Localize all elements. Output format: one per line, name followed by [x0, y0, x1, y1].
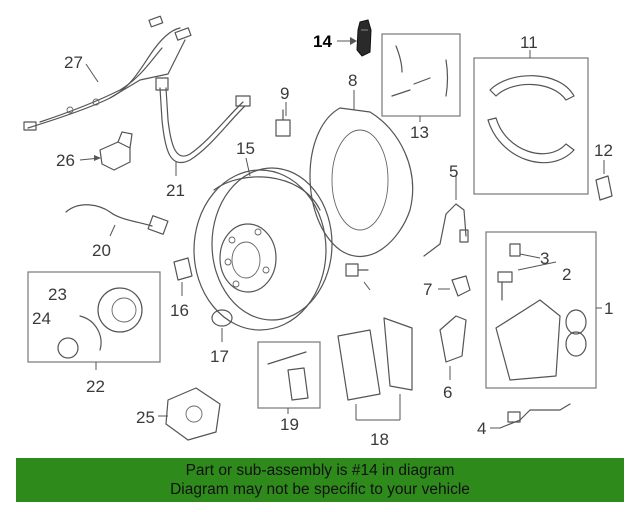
callout-25[interactable]: 25 — [136, 408, 155, 427]
parts-diagram: 14 27 26 21 20 9 — [23, 15, 613, 449]
part-22-bearing-kit[interactable] — [27, 271, 161, 370]
part-17-plug[interactable] — [211, 309, 233, 342]
callout-16[interactable]: 16 — [170, 301, 189, 320]
callout-2[interactable]: 2 — [562, 265, 571, 284]
part-21-brake-hose[interactable] — [155, 77, 251, 176]
callout-1[interactable]: 1 — [604, 299, 613, 318]
callout-23[interactable]: 23 — [48, 285, 67, 304]
part-15-brake-rotor[interactable] — [193, 157, 333, 331]
part-13-hardware-kit[interactable] — [381, 33, 461, 122]
part-1-caliper[interactable] — [485, 231, 602, 389]
callout-4[interactable]: 4 — [477, 419, 486, 438]
callout-24[interactable]: 24 — [32, 309, 51, 328]
callout-3[interactable]: 3 — [540, 249, 549, 268]
part-5-brake-line[interactable] — [423, 176, 469, 257]
part-6-bracket[interactable] — [439, 315, 467, 380]
callout-18[interactable]: 18 — [370, 430, 389, 449]
part-25-hub[interactable] — [158, 387, 221, 441]
callout-9[interactable]: 9 — [280, 84, 289, 103]
part-7-clip[interactable] — [438, 275, 471, 297]
callout-22[interactable]: 22 — [86, 377, 105, 396]
callout-6[interactable]: 6 — [443, 383, 452, 402]
part-8-splash-shield[interactable] — [309, 90, 414, 257]
part-20-sensor-wire[interactable] — [65, 204, 169, 237]
part-16-bolt[interactable] — [173, 257, 193, 296]
callout-11[interactable]: 11 — [520, 33, 538, 52]
banner-line-2: Diagram may not be specific to your vehi… — [170, 481, 470, 498]
part-11-parking-shoes[interactable] — [473, 50, 589, 195]
part-18-brake-pads[interactable] — [337, 317, 413, 421]
part-2-3-bleeders[interactable] — [497, 243, 557, 301]
part-14-wear-sensor[interactable] — [337, 19, 372, 57]
callout-17[interactable]: 17 — [210, 347, 229, 366]
part-9-bolt[interactable] — [275, 102, 291, 137]
callout-26[interactable]: 26 — [56, 151, 75, 170]
info-banner: Part or sub-assembly is #14 in diagram D… — [16, 458, 624, 502]
part-10-bolt[interactable] — [345, 263, 371, 291]
part-27-harness[interactable] — [23, 15, 192, 131]
part-19-pad-hardware[interactable] — [257, 341, 321, 414]
callout-20[interactable]: 20 — [92, 241, 111, 260]
callout-27[interactable]: 27 — [64, 53, 83, 72]
callout-15[interactable]: 15 — [236, 139, 255, 158]
callout-13[interactable]: 13 — [410, 123, 429, 142]
callout-8[interactable]: 8 — [348, 71, 357, 90]
part-12-adjuster[interactable] — [595, 160, 613, 201]
callout-7[interactable]: 7 — [423, 280, 432, 299]
banner-line-1: Part or sub-assembly is #14 in diagram — [185, 462, 455, 479]
callout-19[interactable]: 19 — [280, 415, 299, 434]
part-4-brake-line[interactable] — [490, 403, 571, 429]
callout-21[interactable]: 21 — [166, 181, 185, 200]
part-26-sensor[interactable] — [79, 131, 133, 171]
callout-5[interactable]: 5 — [449, 162, 458, 181]
callout-14[interactable]: 14 — [313, 32, 332, 51]
callout-12[interactable]: 12 — [594, 141, 613, 160]
